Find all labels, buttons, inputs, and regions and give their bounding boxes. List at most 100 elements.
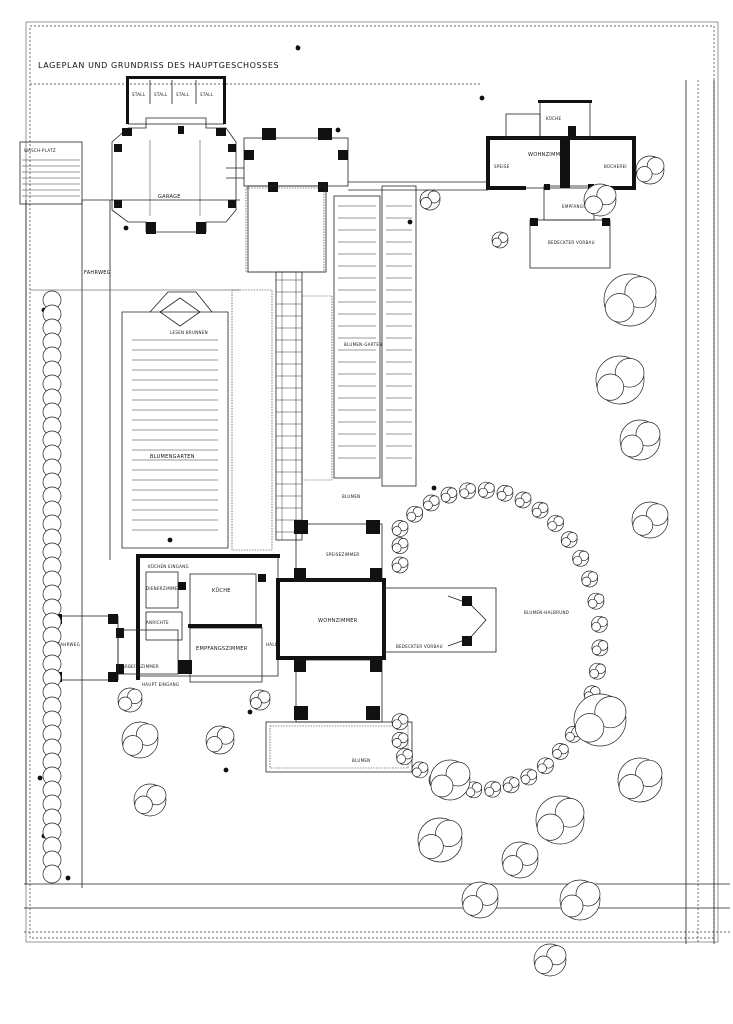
label-stall-3: STALL <box>176 92 190 97</box>
label-kuchen-eingang: KÜCHEN EINGANG <box>148 564 189 569</box>
pergola-rungs <box>276 279 302 533</box>
post-marker <box>295 45 301 51</box>
tree <box>533 943 567 977</box>
label-lesebrunnen: LESEN BRUNNEN <box>170 330 208 335</box>
tree <box>417 817 463 863</box>
tree <box>581 570 598 588</box>
tree <box>205 725 235 755</box>
shrub <box>42 864 62 884</box>
plan-title: LAGEPLAN UND GRUNDRISS DES HAUPTGESCHOSS… <box>38 61 279 70</box>
tree <box>459 482 476 500</box>
tree <box>531 501 549 519</box>
sheet-border-inner <box>29 25 715 939</box>
post-marker <box>167 537 173 543</box>
wash-place <box>19 141 83 205</box>
tree <box>501 841 539 879</box>
label-arbeitszimmer: ARBEITSZIMMER <box>122 664 159 669</box>
bottom-terrace-hedge <box>269 725 409 769</box>
label-bedeckter-vorbau-guest: BEDECKTER VORBAU <box>548 240 595 245</box>
label-blumengarten-left: BLUMENGARTEN <box>150 454 195 460</box>
post-marker <box>223 767 229 773</box>
tree <box>502 776 520 794</box>
tree <box>535 795 585 845</box>
label-stall-4: STALL <box>200 92 214 97</box>
reading-fountain <box>159 297 201 327</box>
guest-house <box>486 100 636 269</box>
label-garage: GARAGE <box>158 194 181 200</box>
garage-building <box>111 76 237 234</box>
label-waschplatz: WASCH-PLATZ <box>24 148 56 153</box>
post-marker <box>431 485 437 491</box>
hedge-right-of-walk <box>301 295 333 481</box>
tree <box>595 355 645 405</box>
tree <box>391 713 409 731</box>
tree <box>587 592 605 610</box>
post-marker <box>123 225 129 231</box>
tree <box>440 486 458 504</box>
tree <box>619 419 661 461</box>
label-blumen-halbrund: BLUMEN-HALBRUND <box>524 610 569 615</box>
main-house <box>52 520 497 723</box>
tree <box>396 748 413 765</box>
label-kuche-guest: KÜCHE <box>546 116 561 121</box>
tree <box>520 768 538 786</box>
sheet-border <box>25 21 719 943</box>
left-edge-shrubs <box>42 290 62 884</box>
hedge-left-of-walk <box>231 289 273 551</box>
tree <box>491 231 509 249</box>
label-stall-1: STALL <box>132 92 146 97</box>
tree <box>572 549 589 567</box>
tree <box>461 881 499 919</box>
label-wohnzimmer-guest: WOHNZIMMER <box>528 152 568 158</box>
tree <box>406 505 423 523</box>
upper-pavilion <box>243 128 349 273</box>
left-flower-garden <box>121 291 229 549</box>
label-kuche-main: KÜCHE <box>212 587 231 594</box>
post-marker <box>335 127 341 133</box>
tree <box>411 761 429 779</box>
tree <box>133 783 167 817</box>
tree <box>496 484 514 502</box>
tree <box>573 693 627 747</box>
pergola-walk <box>275 271 303 541</box>
tree <box>591 639 609 657</box>
tree <box>465 781 483 799</box>
right-flower-garden <box>333 185 417 487</box>
tree <box>391 537 409 554</box>
left-garden-beds <box>132 339 218 531</box>
post-marker <box>247 709 253 715</box>
tree <box>560 531 578 548</box>
label-blumen-bottom: BLUMEN <box>352 758 370 763</box>
tree <box>583 183 617 217</box>
label-blumengarten-right: BLUMEN-GARTEN <box>344 342 382 347</box>
label-bedeckter-vorbau-main: BEDECKTER VORBAU <box>396 644 443 649</box>
tree <box>589 662 606 680</box>
label-bucherei: BÜCHEREI <box>604 164 627 169</box>
trees <box>37 45 669 977</box>
bottom-terrace <box>265 721 413 773</box>
label-fahrweg-left: FAHRWEG <box>58 642 80 647</box>
tree <box>603 273 657 327</box>
label-stall-2: STALL <box>154 92 168 97</box>
post-marker <box>37 775 43 781</box>
tree <box>547 515 564 532</box>
label-dienerzimmer: DIENERZIMMER <box>146 586 181 591</box>
tree <box>391 732 409 749</box>
post-marker <box>407 219 413 225</box>
tree <box>484 780 501 798</box>
tree <box>391 556 409 574</box>
tree <box>117 687 143 713</box>
right-garden-beds <box>338 205 412 459</box>
tree <box>477 481 495 499</box>
label-anrichte: ANRICHTE <box>146 620 169 625</box>
post-marker <box>479 95 485 101</box>
tree <box>514 491 532 509</box>
tree <box>537 757 554 775</box>
label-empfangs-halle: EMPFANGS-HALLE <box>562 204 602 209</box>
tree <box>551 743 569 760</box>
tree <box>422 494 440 512</box>
label-haupt-eingang: HAUPT EINGANG <box>142 682 179 687</box>
tree <box>590 615 608 633</box>
tree <box>559 879 601 921</box>
